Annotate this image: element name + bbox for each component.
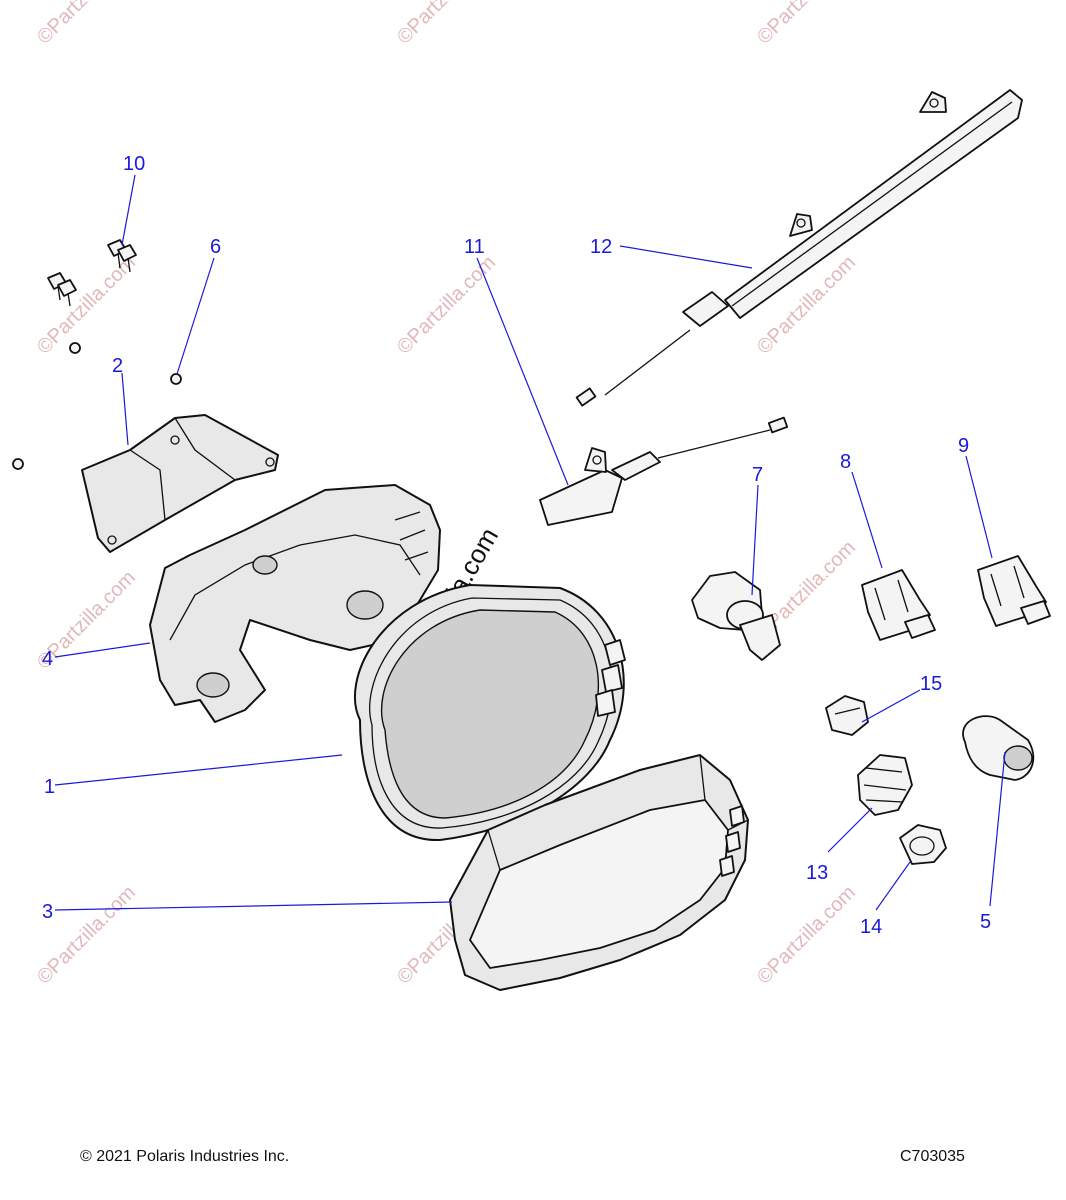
watermark: ©Partzilla.com xyxy=(393,0,500,49)
callout-15: 15 xyxy=(920,673,942,695)
part-9-switch xyxy=(977,555,1051,627)
part-1-instrument-cluster xyxy=(354,584,626,842)
watermark: ©Partzilla.com xyxy=(33,0,140,49)
part-6-screw xyxy=(170,373,182,385)
part-7-key-switch xyxy=(691,571,781,661)
callout-7: 7 xyxy=(752,464,763,486)
callout-9: 9 xyxy=(958,435,969,457)
callout-2: 2 xyxy=(112,355,123,377)
watermark: ©Partzilla.com xyxy=(393,252,500,359)
part-8-switch xyxy=(861,569,936,641)
part-2-bracket xyxy=(81,414,279,553)
callout-4: 4 xyxy=(42,648,53,670)
callout-14: 14 xyxy=(860,916,882,938)
callout-12: 12 xyxy=(590,236,612,258)
part-3-front-bezel xyxy=(449,754,749,991)
callout-13: 13 xyxy=(806,862,828,884)
watermark: ©Partzilla.com xyxy=(753,0,860,49)
part-14-knob xyxy=(899,824,947,865)
watermark: ©Partzilla.com xyxy=(33,252,140,359)
screw xyxy=(12,458,24,470)
copyright-text: © 2021 Polaris Industries Inc. xyxy=(80,1148,290,1165)
leader-lines xyxy=(54,174,1006,911)
callout-10: 10 xyxy=(123,153,145,175)
callout-8: 8 xyxy=(840,451,851,473)
callouts: 1 2 3 4 5 6 7 8 9 10 11 12 13 14 15 xyxy=(42,153,991,938)
callout-6: 6 xyxy=(210,236,221,258)
part-12-rail xyxy=(575,89,1023,407)
callout-5: 5 xyxy=(980,911,991,933)
part-10-bolts xyxy=(47,239,137,307)
callout-1: 1 xyxy=(44,776,55,798)
watermark: ©Partzilla.com xyxy=(33,882,140,989)
watermark: ©Partzilla.com xyxy=(753,882,860,989)
part-11-bracket xyxy=(539,416,789,526)
part-13-knob xyxy=(857,754,913,816)
drawing-code: C703035 xyxy=(900,1148,965,1165)
part-4-rear-housing xyxy=(149,484,441,723)
callout-3: 3 xyxy=(42,901,53,923)
part-5-power-outlet xyxy=(962,715,1035,781)
part-15-knob xyxy=(825,695,869,736)
callout-11: 11 xyxy=(464,236,485,258)
screw xyxy=(69,342,81,354)
fasteners xyxy=(12,239,182,470)
